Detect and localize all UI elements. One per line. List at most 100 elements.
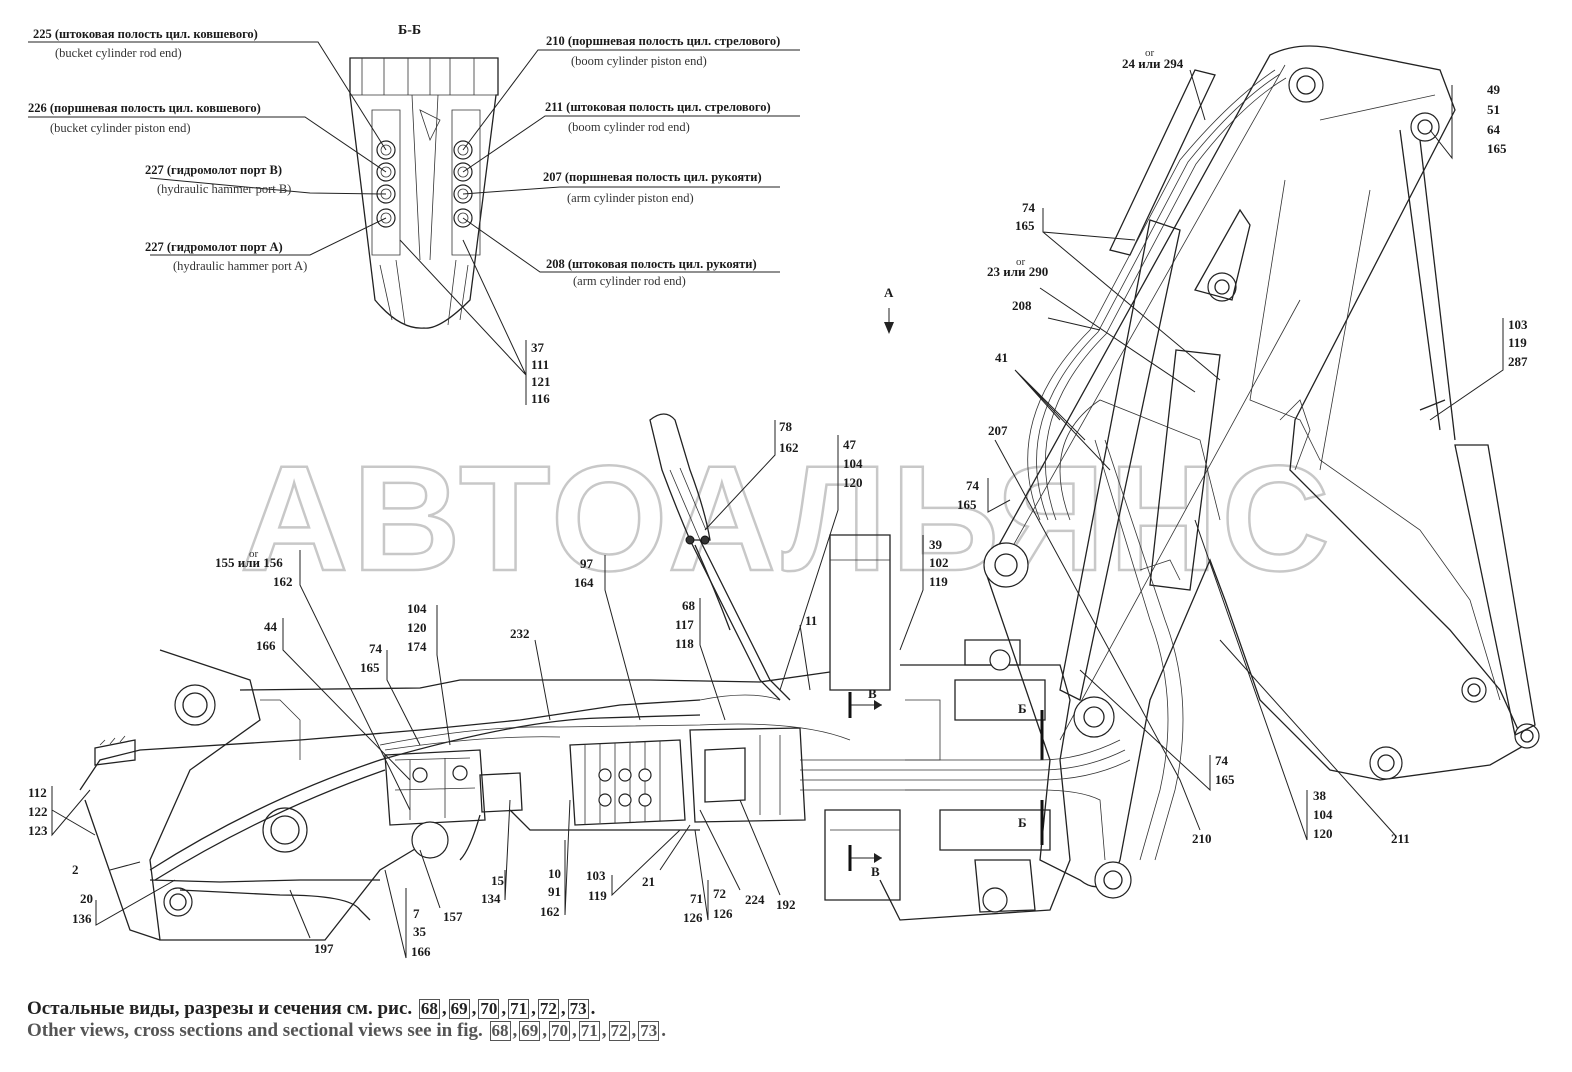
svg-text:74: 74 bbox=[1215, 753, 1229, 768]
callout-68: 68 117 118 bbox=[675, 598, 696, 651]
svg-text:64: 64 bbox=[1487, 122, 1501, 137]
callout-49: 49 51 64 165 bbox=[1487, 82, 1507, 156]
fig-link-72-en[interactable]: 72 bbox=[608, 1021, 630, 1041]
svg-text:126: 126 bbox=[683, 910, 703, 925]
svg-text:(bucket cylinder rod end): (bucket cylinder rod end) bbox=[55, 46, 182, 60]
svg-text:119: 119 bbox=[1508, 335, 1527, 350]
svg-text:126: 126 bbox=[713, 906, 733, 921]
hose-routing bbox=[149, 694, 1131, 921]
svg-text:174: 174 bbox=[407, 639, 427, 654]
fig-link-71-en[interactable]: 71 bbox=[578, 1021, 600, 1041]
section-title: Б-Б bbox=[398, 23, 421, 38]
fig-link-69[interactable]: 69 bbox=[448, 999, 470, 1019]
callout-11: 11 bbox=[805, 613, 817, 628]
callout-41: 41 bbox=[995, 350, 1008, 365]
svg-text:35: 35 bbox=[413, 924, 427, 939]
port-circles-right bbox=[453, 140, 473, 228]
port-circles-left bbox=[376, 140, 396, 228]
callout-224: 224 bbox=[745, 892, 765, 907]
svg-text:104: 104 bbox=[407, 601, 427, 616]
svg-text:20: 20 bbox=[80, 891, 93, 906]
svg-text:162: 162 bbox=[540, 904, 560, 919]
section-mark-bb-top: Б bbox=[1018, 701, 1027, 716]
svg-text:(hydraulic hammer port A): (hydraulic hammer port A) bbox=[173, 259, 307, 273]
footer-en-line: Other views, cross sections and sectiona… bbox=[27, 1020, 667, 1041]
fig-link-68-en[interactable]: 68 bbox=[489, 1021, 511, 1041]
svg-text:165: 165 bbox=[1487, 141, 1507, 156]
watermark: АВТОАЛЬЯНС bbox=[240, 434, 1334, 602]
svg-text:165: 165 bbox=[1015, 218, 1035, 233]
callout-44: 44 166 bbox=[256, 619, 278, 653]
callout-78: 78 162 bbox=[779, 419, 799, 455]
svg-text:37: 37 bbox=[531, 340, 545, 355]
svg-text:78: 78 bbox=[779, 419, 793, 434]
view-arrow-a: A bbox=[884, 285, 894, 334]
callout-157: 157 bbox=[443, 909, 463, 924]
svg-text:120: 120 bbox=[1313, 826, 1333, 841]
svg-text:119: 119 bbox=[588, 888, 607, 903]
valve-block-outline bbox=[349, 57, 499, 329]
svg-text:74: 74 bbox=[369, 641, 383, 656]
footer-en-text: Other views, cross sections and sectiona… bbox=[27, 1020, 483, 1041]
svg-text:A: A bbox=[884, 285, 894, 300]
svg-text:(hydraulic hammer port B): (hydraulic hammer port B) bbox=[157, 182, 291, 196]
svg-text:74: 74 bbox=[966, 478, 980, 493]
svg-text:164: 164 bbox=[574, 575, 594, 590]
footer-note: Остальные виды, разрезы и сечения см. ри… bbox=[27, 998, 666, 1042]
svg-text:104: 104 bbox=[1313, 807, 1333, 822]
fig-link-70-en[interactable]: 70 bbox=[549, 1021, 571, 1041]
callout-211: 211 bbox=[1391, 831, 1410, 846]
svg-text:120: 120 bbox=[407, 620, 427, 635]
section-mark-b-bottom: B bbox=[871, 864, 880, 879]
svg-text:72: 72 bbox=[713, 886, 726, 901]
svg-text:208 (штоковая полость цил. рук: 208 (штоковая полость цил. рукояти) bbox=[546, 257, 757, 271]
callout-39: 39 102 119 bbox=[929, 537, 949, 589]
fig-link-71[interactable]: 71 bbox=[508, 999, 530, 1019]
callout-15: 15 134 bbox=[481, 873, 505, 906]
section-mark-b-top: B bbox=[868, 686, 877, 701]
svg-text:(arm cylinder piston end): (arm cylinder piston end) bbox=[567, 191, 694, 205]
svg-text:71: 71 bbox=[690, 891, 703, 906]
fig-link-73-en[interactable]: 73 bbox=[638, 1021, 660, 1041]
svg-text:97: 97 bbox=[580, 556, 594, 571]
svg-text:(arm cylinder rod end): (arm cylinder rod end) bbox=[573, 274, 686, 288]
svg-text:207 (поршневая полость цил. ру: 207 (поршневая полость цил. рукояти) bbox=[543, 170, 762, 184]
port-label-208: 208 (штоковая полость цил. рукояти) (arm… bbox=[546, 257, 757, 288]
fig-link-73[interactable]: 73 bbox=[567, 999, 589, 1019]
svg-text:111: 111 bbox=[531, 357, 549, 372]
fig-link-69-en[interactable]: 69 bbox=[519, 1021, 541, 1041]
fig-link-68[interactable]: 68 bbox=[418, 999, 440, 1019]
svg-text:24 или 294: 24 или 294 bbox=[1122, 56, 1184, 71]
svg-text:122: 122 bbox=[28, 804, 48, 819]
svg-text:165: 165 bbox=[1215, 772, 1235, 787]
svg-text:103: 103 bbox=[1508, 317, 1528, 332]
svg-text:91: 91 bbox=[548, 884, 561, 899]
callout-232: 232 bbox=[510, 626, 530, 641]
port-label-226: 226 (поршневая полость цил. ковшевого) (… bbox=[28, 101, 261, 135]
svg-text:123: 123 bbox=[28, 823, 48, 838]
callout-23: or 23 или 290 bbox=[987, 256, 1048, 279]
callout-7: 7 35 166 bbox=[411, 906, 431, 959]
footer-ru-line: Остальные виды, разрезы и сечения см. ри… bbox=[27, 998, 596, 1019]
leader-lines-right bbox=[987, 69, 1504, 841]
svg-text:155 или 156: 155 или 156 bbox=[215, 555, 283, 570]
callout-97: 97 164 bbox=[574, 556, 594, 590]
svg-text:165: 165 bbox=[957, 497, 977, 512]
leader-lines-left bbox=[51, 420, 924, 959]
callout-38: 38 104 120 bbox=[1313, 788, 1333, 841]
callout-74-165-b: 74 165 bbox=[957, 478, 980, 512]
fig-link-72[interactable]: 72 bbox=[537, 999, 559, 1019]
svg-text:102: 102 bbox=[929, 555, 949, 570]
svg-text:112: 112 bbox=[28, 785, 47, 800]
svg-text:or: or bbox=[249, 548, 259, 560]
svg-text:15: 15 bbox=[491, 873, 505, 888]
svg-text:210 (поршневая полость цил. ст: 210 (поршневая полость цил. стрелового) bbox=[546, 34, 780, 48]
port-label-225: 225 (штоковая полость цил. ковшевого) (b… bbox=[33, 27, 258, 60]
fig-link-70[interactable]: 70 bbox=[478, 999, 500, 1019]
section-bb-detail: Б-Б bbox=[28, 23, 800, 405]
svg-text:121: 121 bbox=[531, 374, 551, 389]
port-label-207: 207 (поршневая полость цил. рукояти) (ar… bbox=[543, 170, 762, 205]
section-mark-bb-bottom: Б bbox=[1018, 815, 1027, 830]
machine-frame: B B Б Б bbox=[79, 534, 1071, 941]
svg-text:120: 120 bbox=[843, 475, 863, 490]
